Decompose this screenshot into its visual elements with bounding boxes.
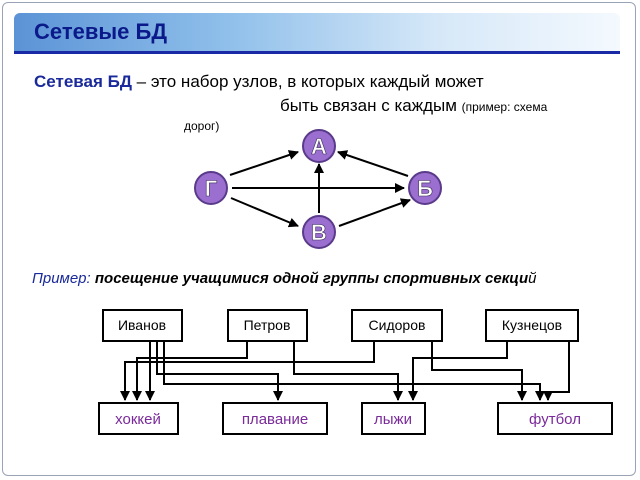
definition-line-2: быть связан с каждым (пример: схема <box>34 94 614 119</box>
sport-box-ski <box>361 402 426 435</box>
definition-note-2: дорог) <box>184 119 220 133</box>
node-label-g: Г <box>205 176 218 201</box>
example-caption: Пример: посещение учащимися одной группы… <box>32 270 537 287</box>
page-title: Сетевые БД <box>34 19 167 44</box>
student-label-kuznetsov: Кузнецов <box>502 317 562 333</box>
edge-g-v <box>230 197 299 228</box>
sport-box-football <box>497 402 613 435</box>
title-underline <box>14 51 620 54</box>
edge-b-a <box>337 150 409 177</box>
graph-node-v: В <box>302 215 336 249</box>
sport-label-hockey: хоккей <box>115 411 161 428</box>
edge-v-b <box>338 198 411 227</box>
graph-node-g: Г <box>194 171 228 205</box>
sport-box-swimming <box>222 402 328 435</box>
definition: Сетевая БД – это набор узлов, в которых … <box>34 70 614 119</box>
node-label-a: А <box>311 134 327 159</box>
link-sidorov-football <box>431 341 527 401</box>
student-box-petrov <box>227 309 308 342</box>
example-tail: й <box>528 270 537 287</box>
connections <box>120 341 570 401</box>
title-bar <box>14 13 620 51</box>
link-petrov-ski <box>293 341 403 401</box>
sport-label-swimming: плавание <box>242 411 308 428</box>
student-boxes: Иванов Петров Сидоров Кузнецов <box>102 309 579 342</box>
definition-text-1: – это набор узлов, в которых каждый може… <box>131 72 484 91</box>
example-label: Пример: <box>32 270 91 287</box>
sport-box-hockey <box>98 402 179 435</box>
graph-edges <box>229 150 411 228</box>
link-ivanov-swimming <box>156 341 283 401</box>
definition-term: Сетевая БД <box>34 72 132 91</box>
student-box-sidorov <box>351 309 443 342</box>
link-petrov-hockey <box>132 341 248 401</box>
definition-note-1: (пример: схема <box>461 100 548 114</box>
student-label-sidorov: Сидоров <box>369 317 426 333</box>
link-kuznetsov-football <box>543 341 570 401</box>
node-label-b: Б <box>417 176 433 201</box>
definition-line-1: Сетевая БД – это набор узлов, в которых … <box>34 70 614 94</box>
link-kuznetsov-ski <box>408 341 508 401</box>
graph-node-b: Б <box>408 171 442 205</box>
sport-boxes: хоккей плавание лыжи футбол <box>98 402 613 435</box>
node-label-v: В <box>311 220 327 245</box>
link-sidorov-hockey <box>120 341 375 401</box>
example-text: посещение учащимися одной группы спортив… <box>90 270 529 287</box>
definition-text-2: быть связан с каждым <box>280 96 462 115</box>
sport-label-football: футбол <box>529 411 581 428</box>
student-box-kuznetsov <box>485 309 579 342</box>
sport-label-ski: лыжи <box>374 411 412 428</box>
student-box-ivanov <box>102 309 183 342</box>
graph-node-a: А <box>302 129 336 163</box>
student-label-petrov: Петров <box>244 317 291 333</box>
edge-g-a <box>229 150 299 176</box>
student-label-ivanov: Иванов <box>118 317 166 333</box>
